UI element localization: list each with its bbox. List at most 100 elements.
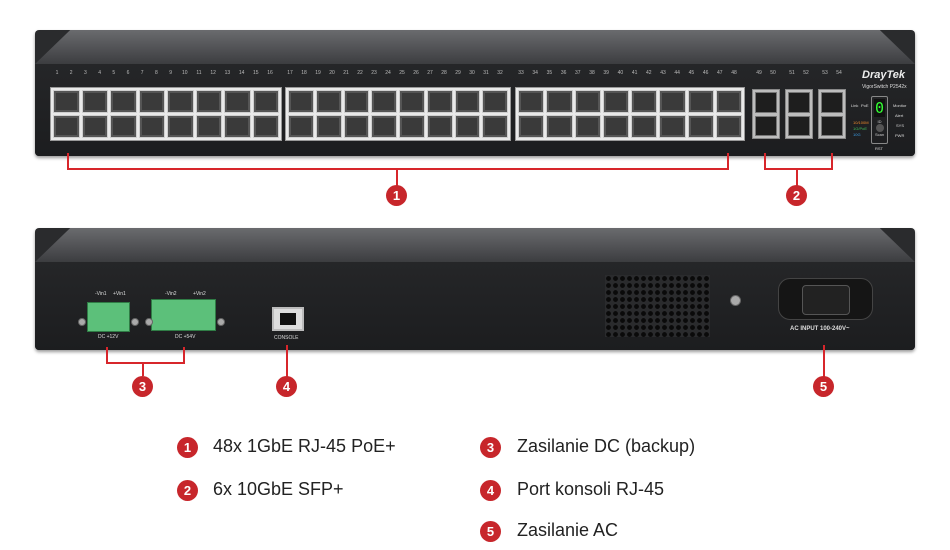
vin2-minus-label: -Vin2 [165,291,177,297]
port-number: 19 [315,70,321,76]
rj45-port [138,90,165,113]
ac-inlet[interactable] [778,278,873,320]
port-number: 30 [469,70,475,76]
led-sys: SYS [896,123,905,128]
rj45-port [252,90,279,113]
port-number: 11 [196,70,202,76]
model-label: VigorSwitch P2542x [862,84,907,90]
port-number: 33 [518,70,524,76]
rj45-port [371,90,397,113]
vin2-plus-label: +Vin2 [193,291,206,297]
seven-segment-display: 0 [874,99,885,117]
port-number: 7 [140,70,144,76]
port-number: 31 [483,70,489,76]
legend-text-3: Zasilanie DC (backup) [517,436,696,456]
rj45-port [224,90,251,113]
port-number: 3 [84,70,87,76]
port-number: 40 [617,70,624,76]
port-number: 39 [603,70,609,76]
port-number: 23 [371,70,377,76]
rj45-port [81,115,108,138]
rj45-port [574,115,601,138]
rj45-port [482,115,508,138]
rj45-port [343,90,370,113]
port-number: 14 [238,70,245,76]
callout-3: 3 [132,376,153,397]
port-number: 10 [182,70,188,76]
rj45-port [518,115,545,138]
rj45-port [631,90,658,113]
rj45-block-2 [285,87,511,141]
port-number: 47 [717,70,723,76]
bracket-dc [106,362,185,364]
scan-label: Scan [874,132,885,137]
legend-badge-3: 3 [480,437,501,458]
rj45-port [399,90,425,113]
port-number: 13 [224,70,231,76]
rj45-block-1 [50,87,282,141]
rj45-port [546,115,573,138]
legend-badge-2: 2 [177,480,198,501]
callout-5: 5 [813,376,834,397]
id-label: ID [877,119,882,124]
port-number: 41 [631,70,638,76]
rj45-port [687,90,714,113]
rj45-port [53,115,80,138]
dc-12v-label: DC +12V [98,334,119,340]
rj45-port [546,90,573,113]
rj45-port [659,90,686,113]
rj45-port [110,115,137,138]
rj45-port [518,90,545,113]
rj45-port [659,115,686,138]
port-number: 18 [301,70,307,76]
port-number: 45 [688,70,695,76]
rj45-port [252,115,279,138]
port-number: 43 [660,70,666,76]
scan-button[interactable] [875,124,884,132]
port-number: 38 [589,70,595,76]
port-number: 48 [731,70,737,76]
poe-label: PoE [861,103,869,108]
legend-badge-5: 5 [480,521,501,542]
ac-input-label: AC INPUT 100-240V~ [790,326,850,332]
port-number: 5 [112,70,116,76]
port-number: 28 [441,70,447,76]
port-number: 54 [836,70,842,76]
rj45-port [110,90,137,113]
port-number: 50 [770,70,776,76]
rj45-block-3 [515,87,745,141]
rj45-port [288,90,314,113]
port-number: 25 [399,70,405,76]
callout-1: 1 [386,185,407,206]
sfp-pair-51-52 [785,89,813,139]
port-number: 12 [210,70,216,76]
legend-badge-4: 4 [480,480,501,501]
port-number: 35 [546,70,553,76]
rj45-port [482,90,508,113]
rj45-port [715,90,742,113]
port-number: 1 [55,70,59,76]
console-port[interactable] [272,307,304,331]
dc-54v-terminal [151,299,216,331]
rj45-port [602,115,629,138]
rj45-port [167,90,194,113]
port-number: 22 [357,70,363,76]
port-number: 2 [69,70,73,76]
dc-54v-label: DC +54V [175,334,196,340]
sfp-pair-49-50 [752,89,780,139]
rj45-port [315,115,342,138]
display-panel: 0 ID Scan [871,96,888,144]
port-number: 42 [646,70,652,76]
port-number: 9 [169,70,172,76]
dc-12v-terminal [87,302,130,332]
rj45-port [138,115,165,138]
console-label: CONSOLE [274,335,299,341]
led-pwr: PWR [895,133,905,138]
rj45-port [399,115,425,138]
rj45-port [426,90,453,113]
port-number: 16 [267,70,273,76]
callout-4: 4 [276,376,297,397]
rj45-port [53,90,80,113]
rj45-port [631,115,658,138]
port-number: 53 [822,70,828,76]
